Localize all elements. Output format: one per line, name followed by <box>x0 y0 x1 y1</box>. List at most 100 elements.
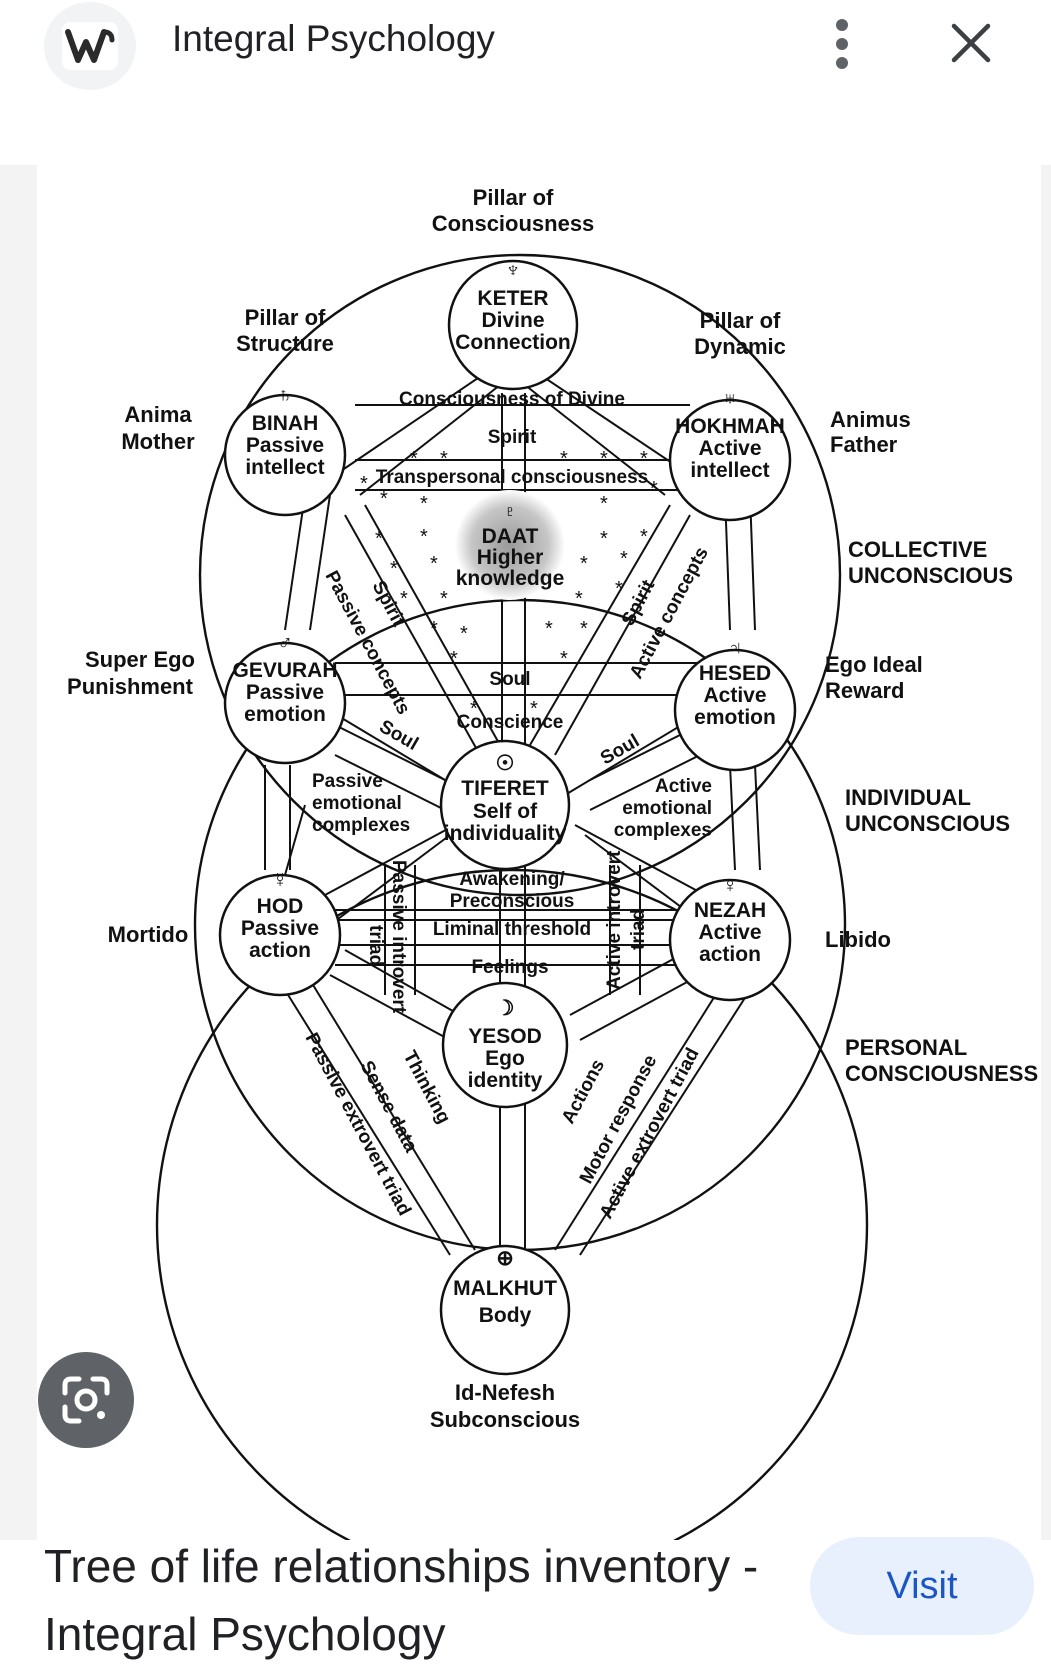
pluto-icon: ♇ <box>502 500 518 523</box>
tree-of-life-diagram: *** *** *** *** *** *** *** *** *** *** <box>67 185 1038 1540</box>
anima-line1: Anima <box>124 402 192 427</box>
svg-text:*: * <box>420 493 428 515</box>
result-caption[interactable]: Tree of life relationships inventory - I… <box>44 1540 759 1660</box>
path-transpersonal: Transpersonal consciousness <box>376 467 648 488</box>
individual-line1: INDIVIDUAL <box>845 785 971 810</box>
path-active-emotional-2: emotional <box>622 798 712 819</box>
path-consciousness-divine: Consciousness of Divine <box>399 389 625 410</box>
svg-text:*: * <box>530 698 538 720</box>
anima-line2: Mother <box>121 429 195 454</box>
gevurah-line2: Passive <box>246 681 324 704</box>
tiferet-line3: individuality <box>444 822 567 845</box>
yesod-title: YESOD <box>468 1025 542 1048</box>
svg-text:*: * <box>430 553 438 575</box>
individual-line2: UNCONSCIOUS <box>845 811 1010 836</box>
svg-text:*: * <box>575 588 583 610</box>
collective-circle <box>198 253 842 897</box>
daat-line3: knowledge <box>456 567 565 590</box>
svg-text:*: * <box>620 548 628 570</box>
path-awakening-1: Awakening/ <box>459 869 565 890</box>
more-options-button[interactable] <box>824 16 860 72</box>
close-button[interactable] <box>946 18 996 68</box>
neptune-icon: ♆ <box>505 257 522 282</box>
animus-line2: Father <box>830 432 898 457</box>
path-feelings: Feelings <box>471 957 548 978</box>
path-soul-right: Soul <box>597 731 643 770</box>
svg-text:*: * <box>560 448 568 470</box>
visit-button[interactable]: Visit <box>810 1537 1034 1635</box>
id-nefesh-line1: Id-Nefesh <box>455 1380 555 1405</box>
hesed-title: HESED <box>699 662 771 685</box>
svg-text:*: * <box>380 488 388 510</box>
nezah-circle <box>668 878 792 1002</box>
hokhmah-line2: Active <box>698 437 761 460</box>
mortido-label: Mortido <box>108 922 189 947</box>
path-passive-emotional-3: complexes <box>312 815 410 836</box>
hod-circle <box>218 873 342 997</box>
top-bar: Integral Psychology <box>0 0 1051 165</box>
star-field: *** *** *** *** *** *** *** *** *** *** <box>360 448 658 720</box>
hesed-circle <box>673 648 797 772</box>
svg-text:*: * <box>615 578 623 600</box>
svg-text:*: * <box>440 448 448 470</box>
google-lens-button[interactable] <box>38 1352 134 1448</box>
svg-text:*: * <box>600 528 608 550</box>
daat-cloud <box>455 490 565 600</box>
image-edge-left <box>0 165 37 1540</box>
venus-icon: ♀ <box>722 874 738 897</box>
path-active-emotional-1: Active <box>655 776 712 797</box>
pillar-consciousness-line2: Consciousness <box>432 211 595 236</box>
daat-line2: Higher <box>477 546 544 569</box>
site-name: Integral Psychology <box>172 18 495 59</box>
binah-title: BINAH <box>252 412 319 435</box>
path-active-emotional-3: complexes <box>614 820 712 841</box>
collective-line1: COLLECTIVE <box>848 537 987 562</box>
collective-line2: UNCONSCIOUS <box>848 563 1013 588</box>
svg-text:*: * <box>410 448 418 470</box>
svg-text:*: * <box>560 648 568 670</box>
svg-text:*: * <box>460 623 468 645</box>
svg-text:*: * <box>600 448 608 470</box>
binah-line2: Passive <box>246 434 324 457</box>
pillar-consciousness-line1: Pillar of <box>473 185 554 210</box>
svg-text:*: * <box>430 618 438 640</box>
svg-text:*: * <box>640 448 648 470</box>
binah-line3: intellect <box>245 456 324 479</box>
site-favicon[interactable] <box>44 2 136 90</box>
image-preview[interactable]: *** *** *** *** *** *** *** *** *** *** <box>0 165 1051 1540</box>
egoideal-line2: Reward <box>825 678 904 703</box>
svg-text:*: * <box>420 526 428 548</box>
svg-text:*: * <box>580 553 588 575</box>
svg-text:*: * <box>470 698 478 720</box>
yesod-line2: Ego <box>485 1047 525 1070</box>
hokhmah-line3: intellect <box>690 459 769 482</box>
keter-line3: Connection <box>455 331 571 354</box>
tiferet-title: TIFERET <box>461 777 549 800</box>
hokhmah-circle <box>668 398 792 522</box>
path-passive-emotional-1: Passive <box>312 771 383 792</box>
weebly-w-icon <box>62 22 118 70</box>
animus-line1: Animus <box>830 407 911 432</box>
keter-circle <box>447 259 579 391</box>
svg-text:*: * <box>450 648 458 670</box>
nezah-line2: Active <box>698 921 761 944</box>
svg-text:*: * <box>390 558 398 580</box>
hesed-line2: Active <box>703 684 766 707</box>
path-spirit-top: Spirit <box>488 427 537 448</box>
moon-icon: ☽ <box>496 997 515 1020</box>
path-conscience: Conscience <box>457 712 564 733</box>
malkhut-title: MALKHUT <box>453 1277 557 1300</box>
path-passive-emotional-2: emotional <box>312 793 402 814</box>
path-active-introvert: Active introvert <box>604 850 625 990</box>
svg-text:*: * <box>400 588 408 610</box>
gevurah-line3: emotion <box>244 703 326 726</box>
pillar-dynamic-line1: Pillar of <box>700 308 781 333</box>
superego-line2: Punishment <box>67 674 194 699</box>
svg-text:*: * <box>440 588 448 610</box>
gevurah-title: GEVURAH <box>232 659 337 682</box>
path-liminal: Liminal threshold <box>433 919 591 940</box>
svg-text:*: * <box>375 528 383 550</box>
saturn-icon: ♄ <box>277 384 293 407</box>
pillar-structure-line1: Pillar of <box>245 305 326 330</box>
personal-line1: PERSONAL <box>845 1035 967 1060</box>
